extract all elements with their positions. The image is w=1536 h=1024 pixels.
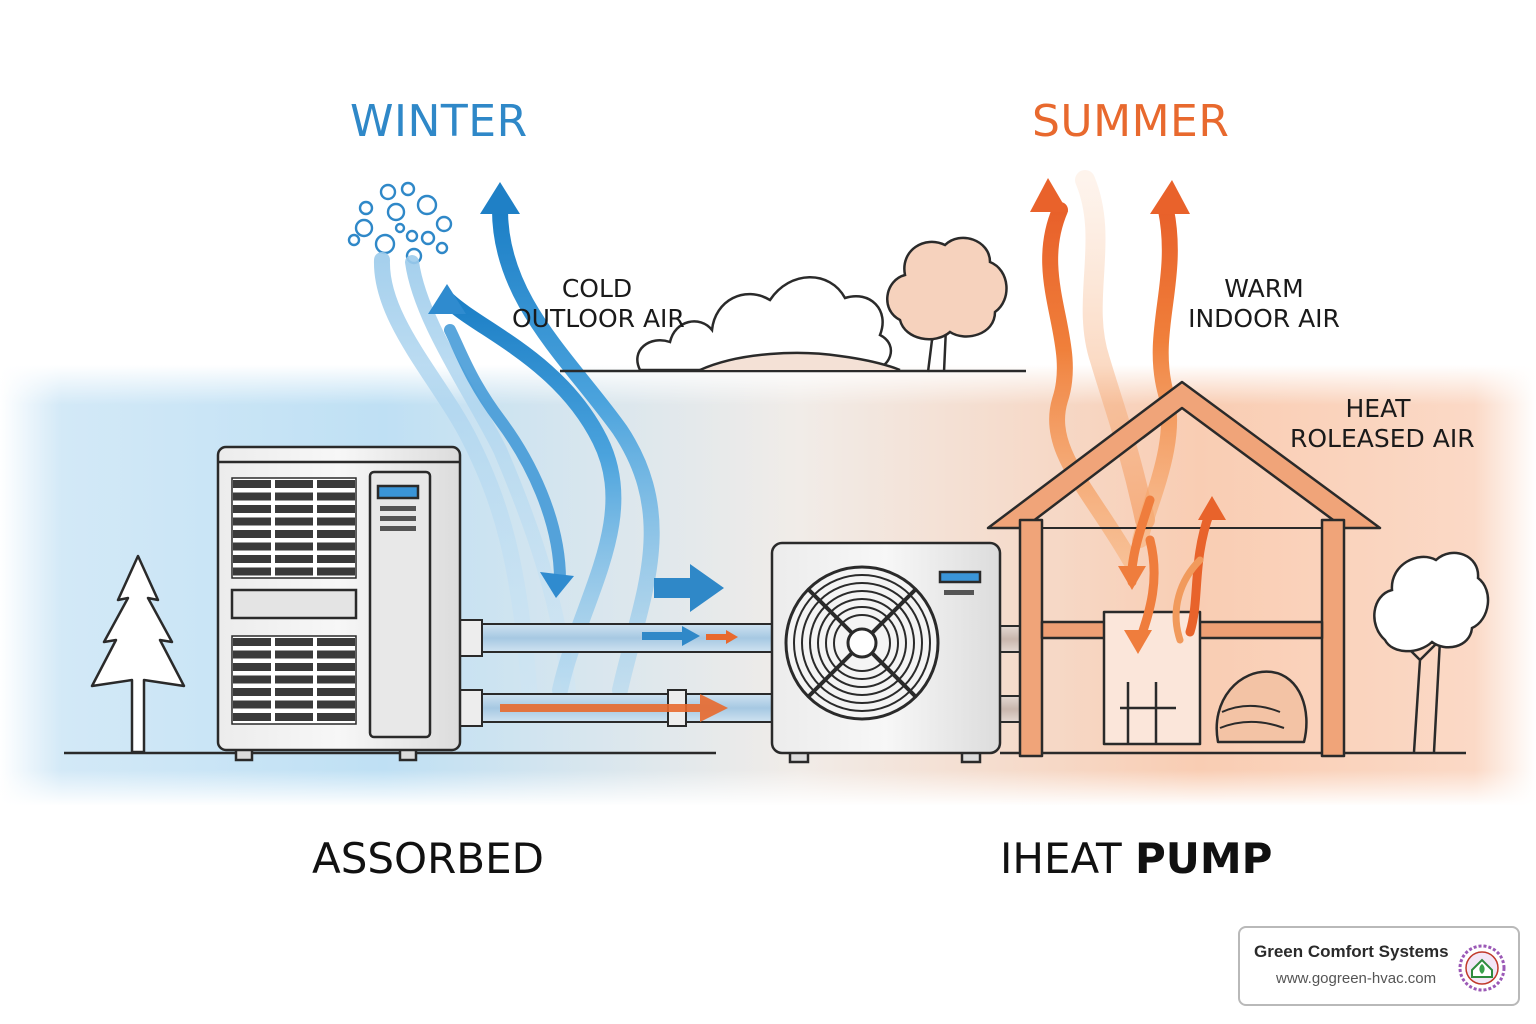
vent-slat (233, 663, 271, 671)
vent-slat (317, 555, 355, 563)
warm-indoor-air-label: WARM INDOOR AIR (1184, 274, 1344, 334)
winter-heading: WINTER (350, 96, 528, 147)
vent-slat (233, 530, 271, 538)
vent-slat (317, 567, 355, 576)
vent-slat (275, 505, 313, 513)
company-url[interactable]: www.gogreen-hvac.com (1276, 970, 1437, 987)
vent-slat (275, 530, 313, 538)
vent-slat (275, 492, 313, 501)
vent-slat (317, 700, 355, 709)
fan-icon (784, 565, 940, 721)
vent-slat (233, 567, 271, 576)
round-tree-icon (1373, 551, 1490, 753)
bush-clouds-icon (636, 276, 901, 372)
logo-badge-icon (1458, 944, 1506, 992)
vent-slat (275, 555, 313, 563)
vent-slat (317, 713, 355, 721)
pine-tree-icon (90, 554, 186, 754)
vent-slat (275, 675, 313, 684)
vent-slat (317, 650, 355, 659)
heat-pump-label: IHEAT PUMP (1000, 834, 1272, 883)
vent-slat (317, 505, 355, 513)
company-badge[interactable]: Green Comfort Systems www.gogreen-hvac.c… (1238, 926, 1520, 1006)
vent-slat (233, 542, 271, 551)
vent-slat (233, 638, 271, 646)
heat-released-air-line-1: HEAT (1345, 394, 1411, 423)
company-name: Green Comfort Systems (1254, 942, 1449, 961)
vent-slat (317, 675, 355, 684)
vent-slat (275, 567, 313, 576)
snowflake-cluster-icon (347, 181, 453, 265)
cold-outdoor-air-label: COLD OUTLOOR AIR (512, 274, 685, 334)
vent-slat (233, 505, 271, 513)
house-icon (986, 380, 1382, 758)
warm-indoor-air-line-1: WARM (1224, 274, 1304, 303)
vent-slat (275, 542, 313, 551)
absorbed-label: ASSORBED (312, 834, 544, 883)
vent-slat (317, 663, 355, 671)
bushy-tree-icon (886, 236, 1008, 373)
vent-slat (275, 517, 313, 526)
vent-slat (275, 700, 313, 709)
vent-slat (275, 713, 313, 721)
vent-slat (317, 530, 355, 538)
vent-slat (275, 663, 313, 671)
vent-slat (275, 480, 313, 488)
winter-air-streams (373, 202, 660, 708)
vent-slat (233, 713, 271, 721)
vent-slat (275, 688, 313, 696)
vent-slat (233, 492, 271, 501)
unit-vent-grille-top (233, 480, 355, 576)
vent-slat (317, 542, 355, 551)
cold-outdoor-air-line-2: OUTLOOR AIR (512, 304, 685, 333)
heat-pump-bold: PUMP (1134, 834, 1273, 883)
heat-pump-prefix: IHEAT (1000, 834, 1135, 883)
warm-indoor-air-line-2: INDOOR AIR (1188, 304, 1340, 333)
vent-slat (317, 638, 355, 646)
vent-slat (317, 480, 355, 488)
vent-slat (275, 650, 313, 659)
vent-slat (233, 650, 271, 659)
summer-heat-streams (1042, 170, 1178, 568)
vent-slat (233, 675, 271, 684)
vent-slat (317, 688, 355, 696)
vent-slat (317, 492, 355, 501)
heat-released-air-line-2: ROLEASED AIR (1290, 424, 1475, 453)
vent-slat (233, 555, 271, 563)
unit-vent-grille-bottom (233, 638, 355, 721)
vent-slat (317, 517, 355, 526)
vent-slat (233, 480, 271, 488)
vent-slat (233, 700, 271, 709)
cold-outdoor-air-line-1: COLD (561, 274, 633, 303)
flow-arrows (500, 564, 738, 722)
vent-slat (233, 688, 271, 696)
summer-heading: SUMMER (1032, 96, 1230, 147)
vent-slat (233, 517, 271, 526)
vent-slat (275, 638, 313, 646)
heat-released-air-label: HEAT ROLEASED AIR (1290, 394, 1475, 454)
